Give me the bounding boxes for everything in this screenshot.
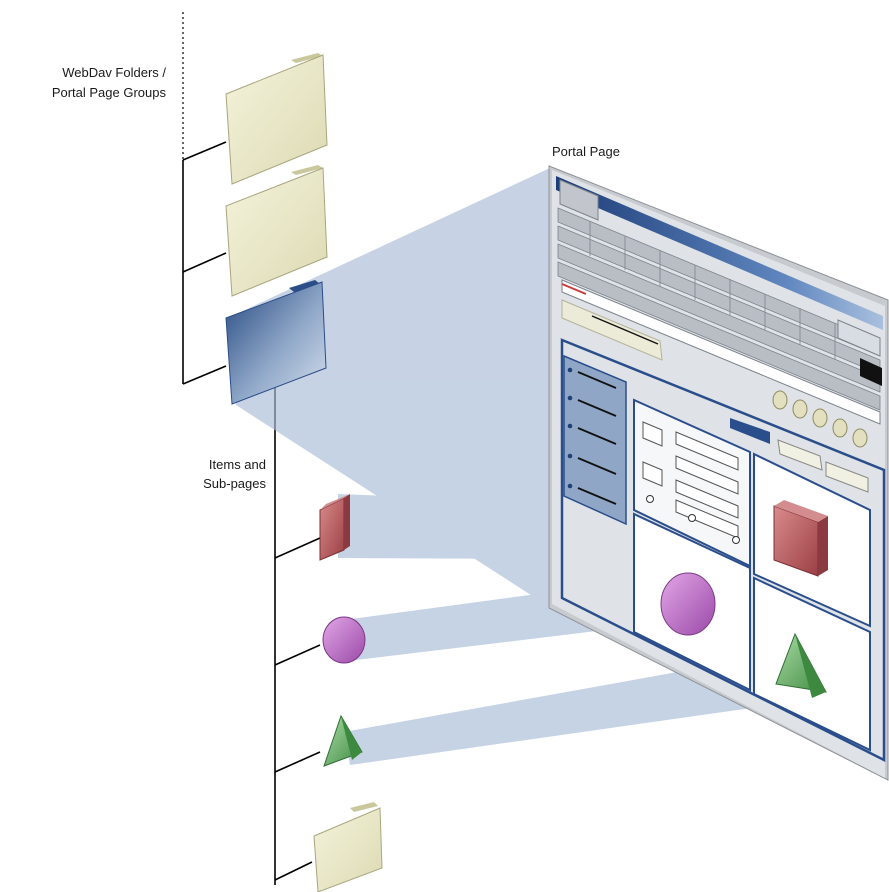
folder-icon [313,802,383,892]
page-buttons [772,390,868,448]
page-navigation [563,354,627,526]
folders-label-line1: WebDav Folders / [62,65,166,80]
items-label-line1: Items and [209,457,266,472]
folder-icon [225,53,328,185]
cube-icon [773,500,828,577]
items-label-line2: Sub-pages [203,476,266,491]
page-banner [561,299,663,361]
pyramid-portlet [753,576,871,752]
hierarchy-tree [182,12,321,885]
disc-icon [322,616,366,664]
pyramid-icon [323,714,363,767]
portal-page-label: Portal Page [552,144,620,159]
disc-icon [660,572,716,636]
cube-icon [319,494,350,561]
folders-label-line2: Portal Page Groups [52,85,167,100]
selected-folder-icon [225,280,327,405]
address-bar [561,279,881,425]
title-bar [556,176,883,330]
portal-page-window [548,165,889,781]
toolbar [557,207,881,411]
pyramid-icon [775,632,827,698]
folder-icon [225,165,328,297]
